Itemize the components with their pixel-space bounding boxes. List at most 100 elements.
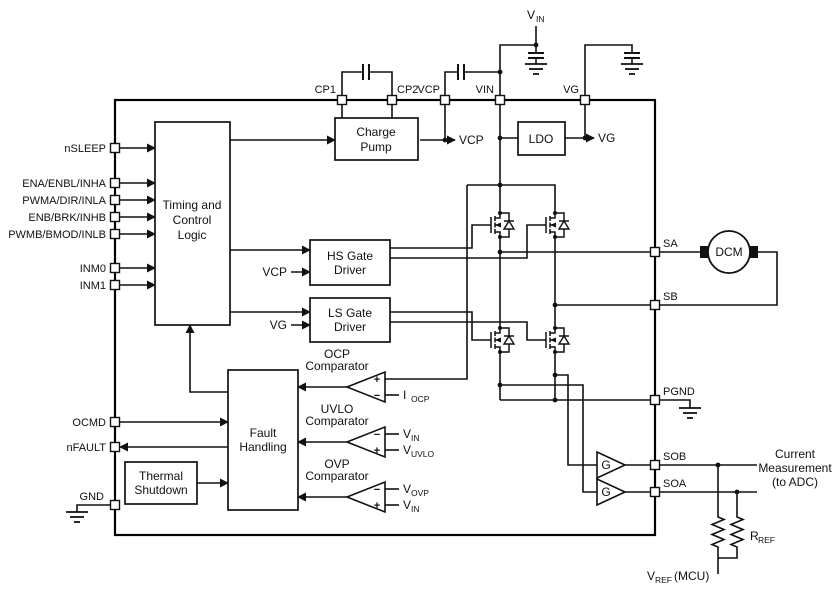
charge-pump-label: Charge: [356, 125, 396, 139]
pin-label-nfault: nFAULT: [66, 442, 106, 454]
vin-supply-label: V: [527, 8, 535, 22]
junction-dots: [442, 42, 740, 495]
ldo-label: LDO: [529, 132, 554, 146]
chip-boundary: [113, 98, 657, 537]
vcp-net-label: VCP: [459, 133, 484, 147]
ground-pgnd: [678, 407, 702, 419]
ldo-block: [517, 121, 566, 156]
pin-cp2: [386, 94, 398, 106]
motor-label: DCM: [715, 245, 742, 259]
pin-pwmb: [109, 228, 121, 240]
svg-text:UVLO: UVLO: [411, 449, 435, 459]
uvlo-plus-sign: +: [374, 445, 380, 457]
pin-label-pwmb: PWMB/BMOD/INLB: [8, 229, 106, 241]
pin-label-pgnd: PGND: [663, 386, 695, 398]
pin-cp1: [336, 94, 348, 106]
ground-vin-cap: [524, 63, 548, 75]
soa-sense-amp-triangle: [596, 477, 627, 507]
timing-block-label: Timing and: [163, 198, 222, 212]
ovp-minus-sign: −: [374, 484, 380, 496]
pin-label-ocmd: OCMD: [72, 417, 106, 429]
ls-gate-driver-block: [309, 297, 391, 343]
pin-label-inm1: INM1: [80, 280, 106, 292]
hs-gate-driver-block: [309, 239, 391, 286]
hs-gate-driver-label: HS Gate: [327, 249, 373, 263]
pin-label-enb: ENB/BRK/INHB: [28, 212, 106, 224]
pin-pgnd: [649, 394, 661, 406]
svg-text:IN: IN: [411, 433, 420, 443]
svg-text:Comparator: Comparator: [305, 414, 368, 428]
pin-label-gnd: GND: [80, 491, 105, 503]
uvlo-minus-sign: −: [374, 429, 380, 441]
ground-gnd: [65, 511, 89, 523]
pin-label-ena: ENA/ENBL/INHA: [22, 178, 106, 190]
svg-text:Driver: Driver: [334, 320, 366, 334]
uvlo-vin-label: V: [403, 427, 411, 441]
sob-sense-amp-triangle: [596, 450, 627, 480]
labels: CP1 CP2 VCP VIN VG nSLEEP ENA/ENBL/INHA …: [8, 8, 832, 585]
pin-enb: [109, 211, 121, 223]
signal-arrows: [119, 133, 595, 502]
pin-soa: [649, 486, 661, 498]
iocp-label: I: [403, 388, 406, 402]
sob-amp-label: G: [601, 458, 610, 472]
rref-label: R: [750, 529, 759, 543]
pin-inm0: [109, 262, 121, 274]
thermal-shutdown-label: Thermal: [139, 469, 183, 483]
fet-high-side-a: [490, 209, 515, 241]
ocp-minus-sign: −: [374, 390, 380, 402]
svg-text:Pump: Pump: [360, 140, 392, 154]
svg-text:IN: IN: [411, 504, 420, 514]
fault-handling-block: [227, 369, 299, 511]
timing-control-logic-block: [154, 121, 231, 326]
pin-label-inm0: INM0: [80, 263, 106, 275]
svg-text:REF: REF: [655, 575, 672, 585]
charge-pump-block: [334, 117, 419, 161]
ocp-comparator-label: OCP: [324, 347, 350, 361]
thermal-shutdown-block: [124, 461, 198, 505]
fault-handling-label: Fault: [250, 426, 277, 440]
pin-gnd: [109, 499, 121, 511]
svg-text:Measurement: Measurement: [758, 461, 832, 475]
capacitors: [362, 52, 640, 80]
pin-vcp: [439, 94, 451, 106]
pin-label-sb: SB: [663, 291, 678, 303]
svg-text:IN: IN: [536, 14, 545, 24]
svg-text:OVP: OVP: [411, 488, 429, 498]
vuvlo-label: V: [403, 443, 411, 457]
fet-high-side-b: [545, 209, 570, 241]
pin-label-vin: VIN: [476, 84, 494, 96]
function-blocks: [124, 117, 566, 511]
svg-text:Driver: Driver: [334, 263, 366, 277]
soa-amp-label: G: [601, 485, 610, 499]
pin-sob: [649, 459, 661, 471]
ls-gate-driver-label: LS Gate: [328, 306, 372, 320]
pin-label-pwma: PWMA/DIR/INLA: [22, 195, 106, 207]
wires: [76, 26, 778, 574]
pin-label-nsleep: nSLEEP: [64, 143, 106, 155]
resistor-rref-2: [728, 513, 746, 553]
pin-label-cp1: CP1: [315, 84, 336, 96]
svg-text:REF: REF: [758, 535, 775, 545]
svg-text:Comparator: Comparator: [305, 359, 368, 373]
ground-vg-cap: [620, 63, 644, 75]
uvlo-comparator-triangle: [344, 425, 386, 459]
svg-text:Control: Control: [173, 213, 212, 227]
pin-sa: [649, 246, 661, 258]
svg-text:Logic: Logic: [178, 228, 207, 242]
vcp-driver-input-label: VCP: [262, 265, 287, 279]
ovp-vin-label: V: [403, 498, 411, 512]
fet-low-side-a: [490, 324, 515, 356]
pin-label-sa: SA: [663, 238, 678, 250]
svg-text:(to ADC): (to ADC): [772, 475, 818, 489]
pin-inm1: [109, 279, 121, 291]
pin-pwma: [109, 194, 121, 206]
pin-label-vcp: VCP: [417, 84, 440, 96]
pin-vg: [579, 94, 591, 106]
pin-nsleep: [109, 142, 121, 154]
ocp-plus-sign: +: [374, 374, 380, 386]
fet-low-side-b: [545, 324, 570, 356]
ovp-plus-sign: +: [374, 500, 380, 512]
